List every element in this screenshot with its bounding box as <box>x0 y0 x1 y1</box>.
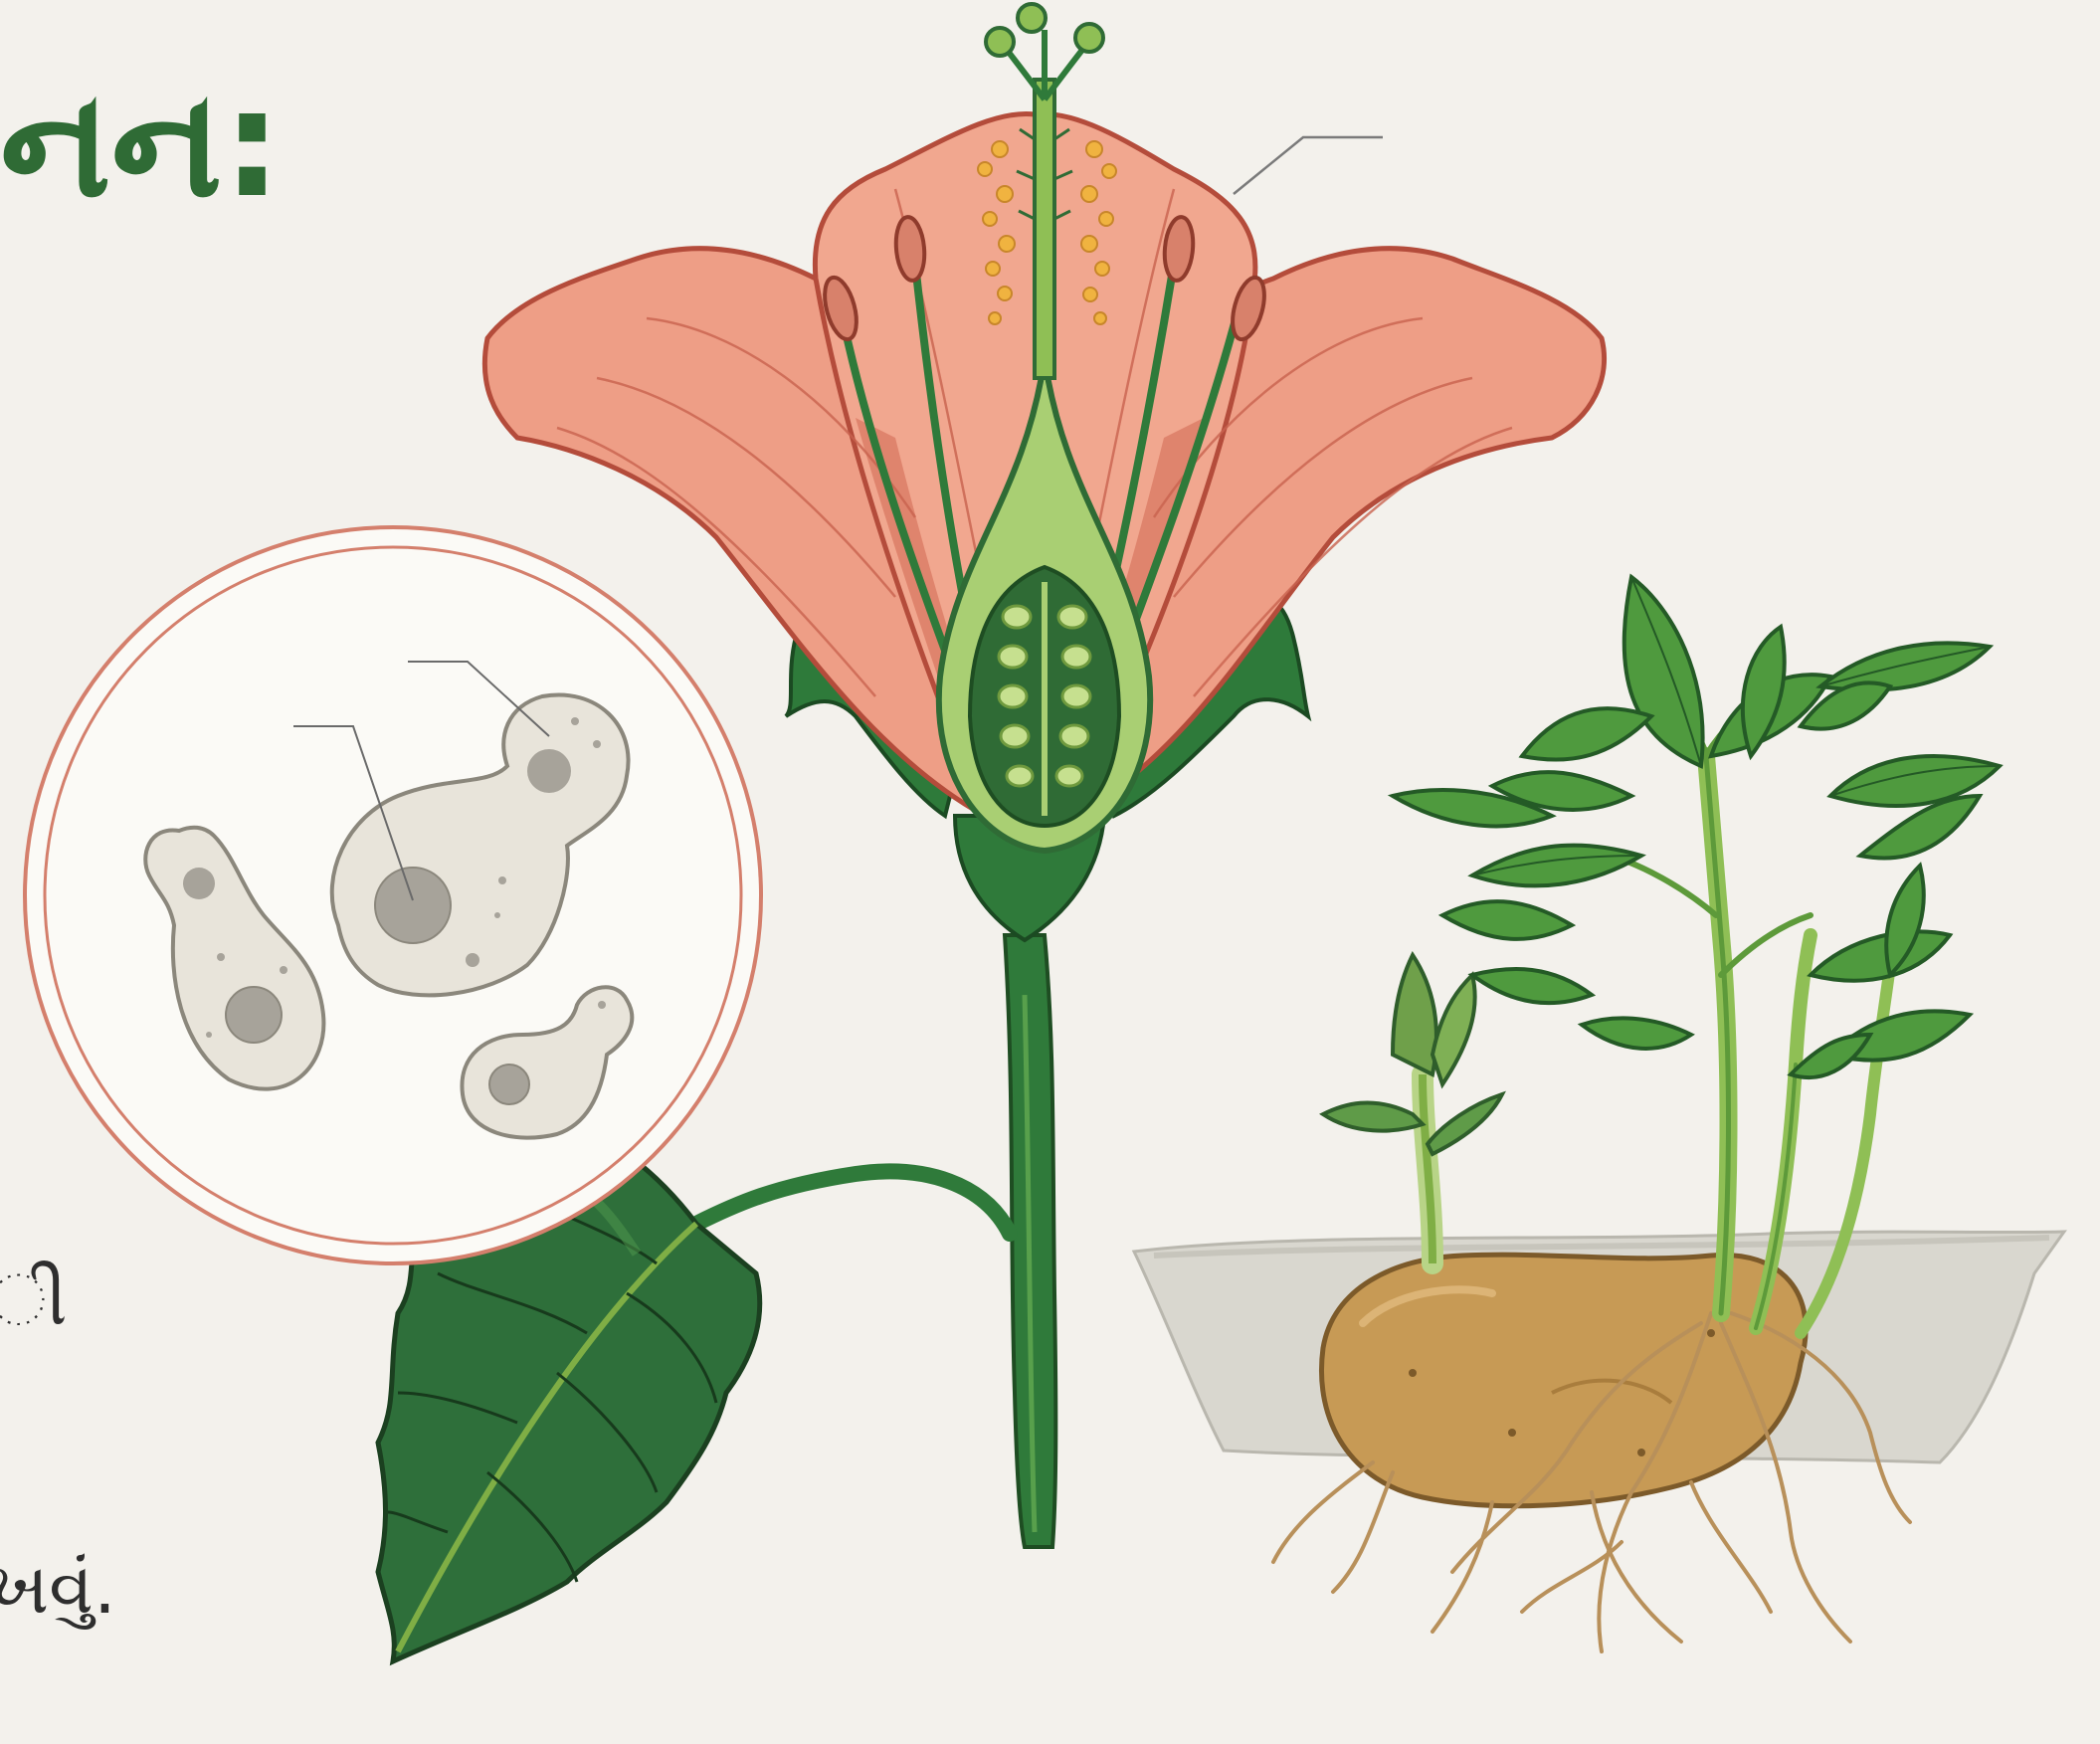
potato-tuber <box>1321 1255 1806 1506</box>
leader-line-petal <box>1234 137 1383 194</box>
text-fragment-1: ી <box>0 1263 68 1335</box>
small-sprout <box>1323 955 1502 1263</box>
potato-leaves <box>1393 577 2000 1077</box>
budding-yeast-cells <box>25 527 761 1263</box>
stigma <box>986 4 1103 99</box>
section-heading: નન: <box>0 70 283 219</box>
style <box>1035 80 1054 378</box>
text-fragment-2: ખવું. <box>0 1552 116 1624</box>
sprouting-potato <box>1134 577 2064 1651</box>
